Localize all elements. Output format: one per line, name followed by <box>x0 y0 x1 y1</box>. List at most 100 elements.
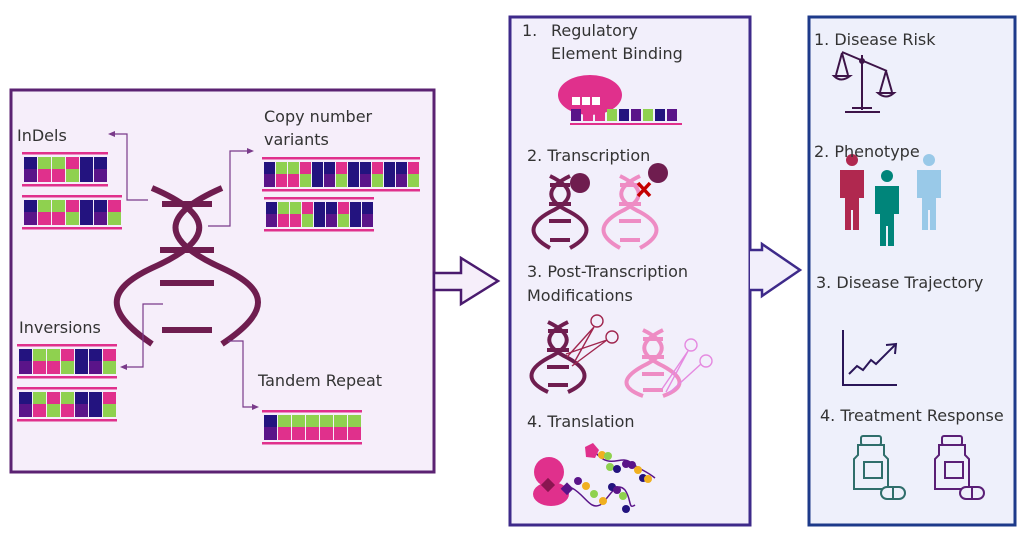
base-bottom <box>300 174 311 187</box>
base-top <box>103 392 116 405</box>
base-top <box>350 202 361 215</box>
base-top <box>80 157 93 170</box>
base-bottom <box>334 427 347 440</box>
base-top <box>19 349 32 362</box>
base-top <box>396 162 407 175</box>
amino-acid-bead <box>613 486 621 494</box>
base-top <box>103 349 116 362</box>
base-top <box>47 349 60 362</box>
amino-acid-bead <box>604 452 612 460</box>
people-icon <box>840 154 941 246</box>
base-top <box>89 392 102 405</box>
strip-rail <box>22 195 122 198</box>
base-bottom <box>264 427 277 440</box>
strip-rail <box>262 410 362 413</box>
base-top <box>348 162 359 175</box>
base-top <box>24 200 37 213</box>
base-bottom <box>19 361 32 374</box>
base-bottom <box>264 174 275 187</box>
base-bottom <box>408 174 419 187</box>
cnv-label-line2: variants <box>264 130 329 149</box>
base-top <box>47 392 60 405</box>
base-top <box>38 157 51 170</box>
base-bottom <box>19 404 32 417</box>
base-bottom <box>338 214 349 227</box>
base-top <box>61 349 74 362</box>
base-bottom <box>75 404 88 417</box>
base-bottom <box>326 214 337 227</box>
base-top <box>33 392 46 405</box>
scale-icon <box>831 51 897 113</box>
outcome-3-label: 3. Disease Trajectory <box>816 273 984 292</box>
strip-rail <box>264 197 374 200</box>
base <box>667 109 677 121</box>
base-top <box>266 202 277 215</box>
mechanism-3-line2: Modifications <box>527 286 633 305</box>
strip-rail <box>17 376 117 379</box>
connector-lines <box>113 133 254 408</box>
base-bottom <box>292 427 305 440</box>
base-bottom <box>336 174 347 187</box>
base-top <box>89 349 102 362</box>
base-bottom <box>312 174 323 187</box>
amino-acid-bead <box>622 460 630 468</box>
dna-helix-icon <box>113 185 261 347</box>
base-top <box>338 202 349 215</box>
base-top <box>278 202 289 215</box>
base-top <box>362 202 373 215</box>
splicing-dna-icon <box>529 320 587 394</box>
base-bottom <box>103 361 116 374</box>
base-top <box>94 200 107 213</box>
base-top <box>24 157 37 170</box>
mechanism-1-line2: Element Binding <box>551 44 683 63</box>
base-bottom <box>33 404 46 417</box>
base-top <box>292 415 305 428</box>
base-top <box>52 200 65 213</box>
base <box>607 109 617 121</box>
amino-acid-bead <box>622 505 630 513</box>
base-bottom <box>33 361 46 374</box>
base <box>631 109 641 121</box>
protein-tooth <box>582 97 590 105</box>
base-top <box>264 162 275 175</box>
base-bottom <box>47 361 60 374</box>
base-bottom <box>52 212 65 225</box>
base-bottom <box>52 169 65 182</box>
base-top <box>300 162 311 175</box>
base-bottom <box>348 174 359 187</box>
base <box>643 109 653 121</box>
base-bottom <box>396 174 407 187</box>
base <box>595 109 605 121</box>
strip-rail <box>17 344 117 347</box>
outcome-1-label: 1. Disease Risk <box>814 30 936 49</box>
base-top <box>312 162 323 175</box>
base-bottom <box>276 174 287 187</box>
transcription-active-icon <box>531 173 590 250</box>
base-top <box>61 392 74 405</box>
amino-acid-bead <box>606 463 614 471</box>
base-bottom <box>324 174 335 187</box>
mechanism-1-number: 1. <box>522 21 538 40</box>
indels-label: InDels <box>17 126 67 145</box>
strip-rail <box>17 387 117 390</box>
base-top <box>94 157 107 170</box>
amino-acid-bead <box>599 497 607 505</box>
trend-chart-icon <box>842 330 898 386</box>
base-bottom <box>61 361 74 374</box>
strip-rail <box>262 157 420 160</box>
base-bottom <box>94 169 107 182</box>
base-top <box>80 200 93 213</box>
base-bottom <box>66 169 79 182</box>
base-top <box>302 202 313 215</box>
amino-acid-bead <box>598 451 606 459</box>
outcomes-panel <box>807 15 1017 527</box>
mechanism-4-label: 4. Translation <box>527 412 635 431</box>
variants-panel <box>9 88 436 474</box>
base-bottom <box>108 212 121 225</box>
base-top <box>19 392 32 405</box>
base-top <box>108 200 121 213</box>
base-top <box>360 162 371 175</box>
base-bottom <box>278 214 289 227</box>
base-top <box>334 415 347 428</box>
